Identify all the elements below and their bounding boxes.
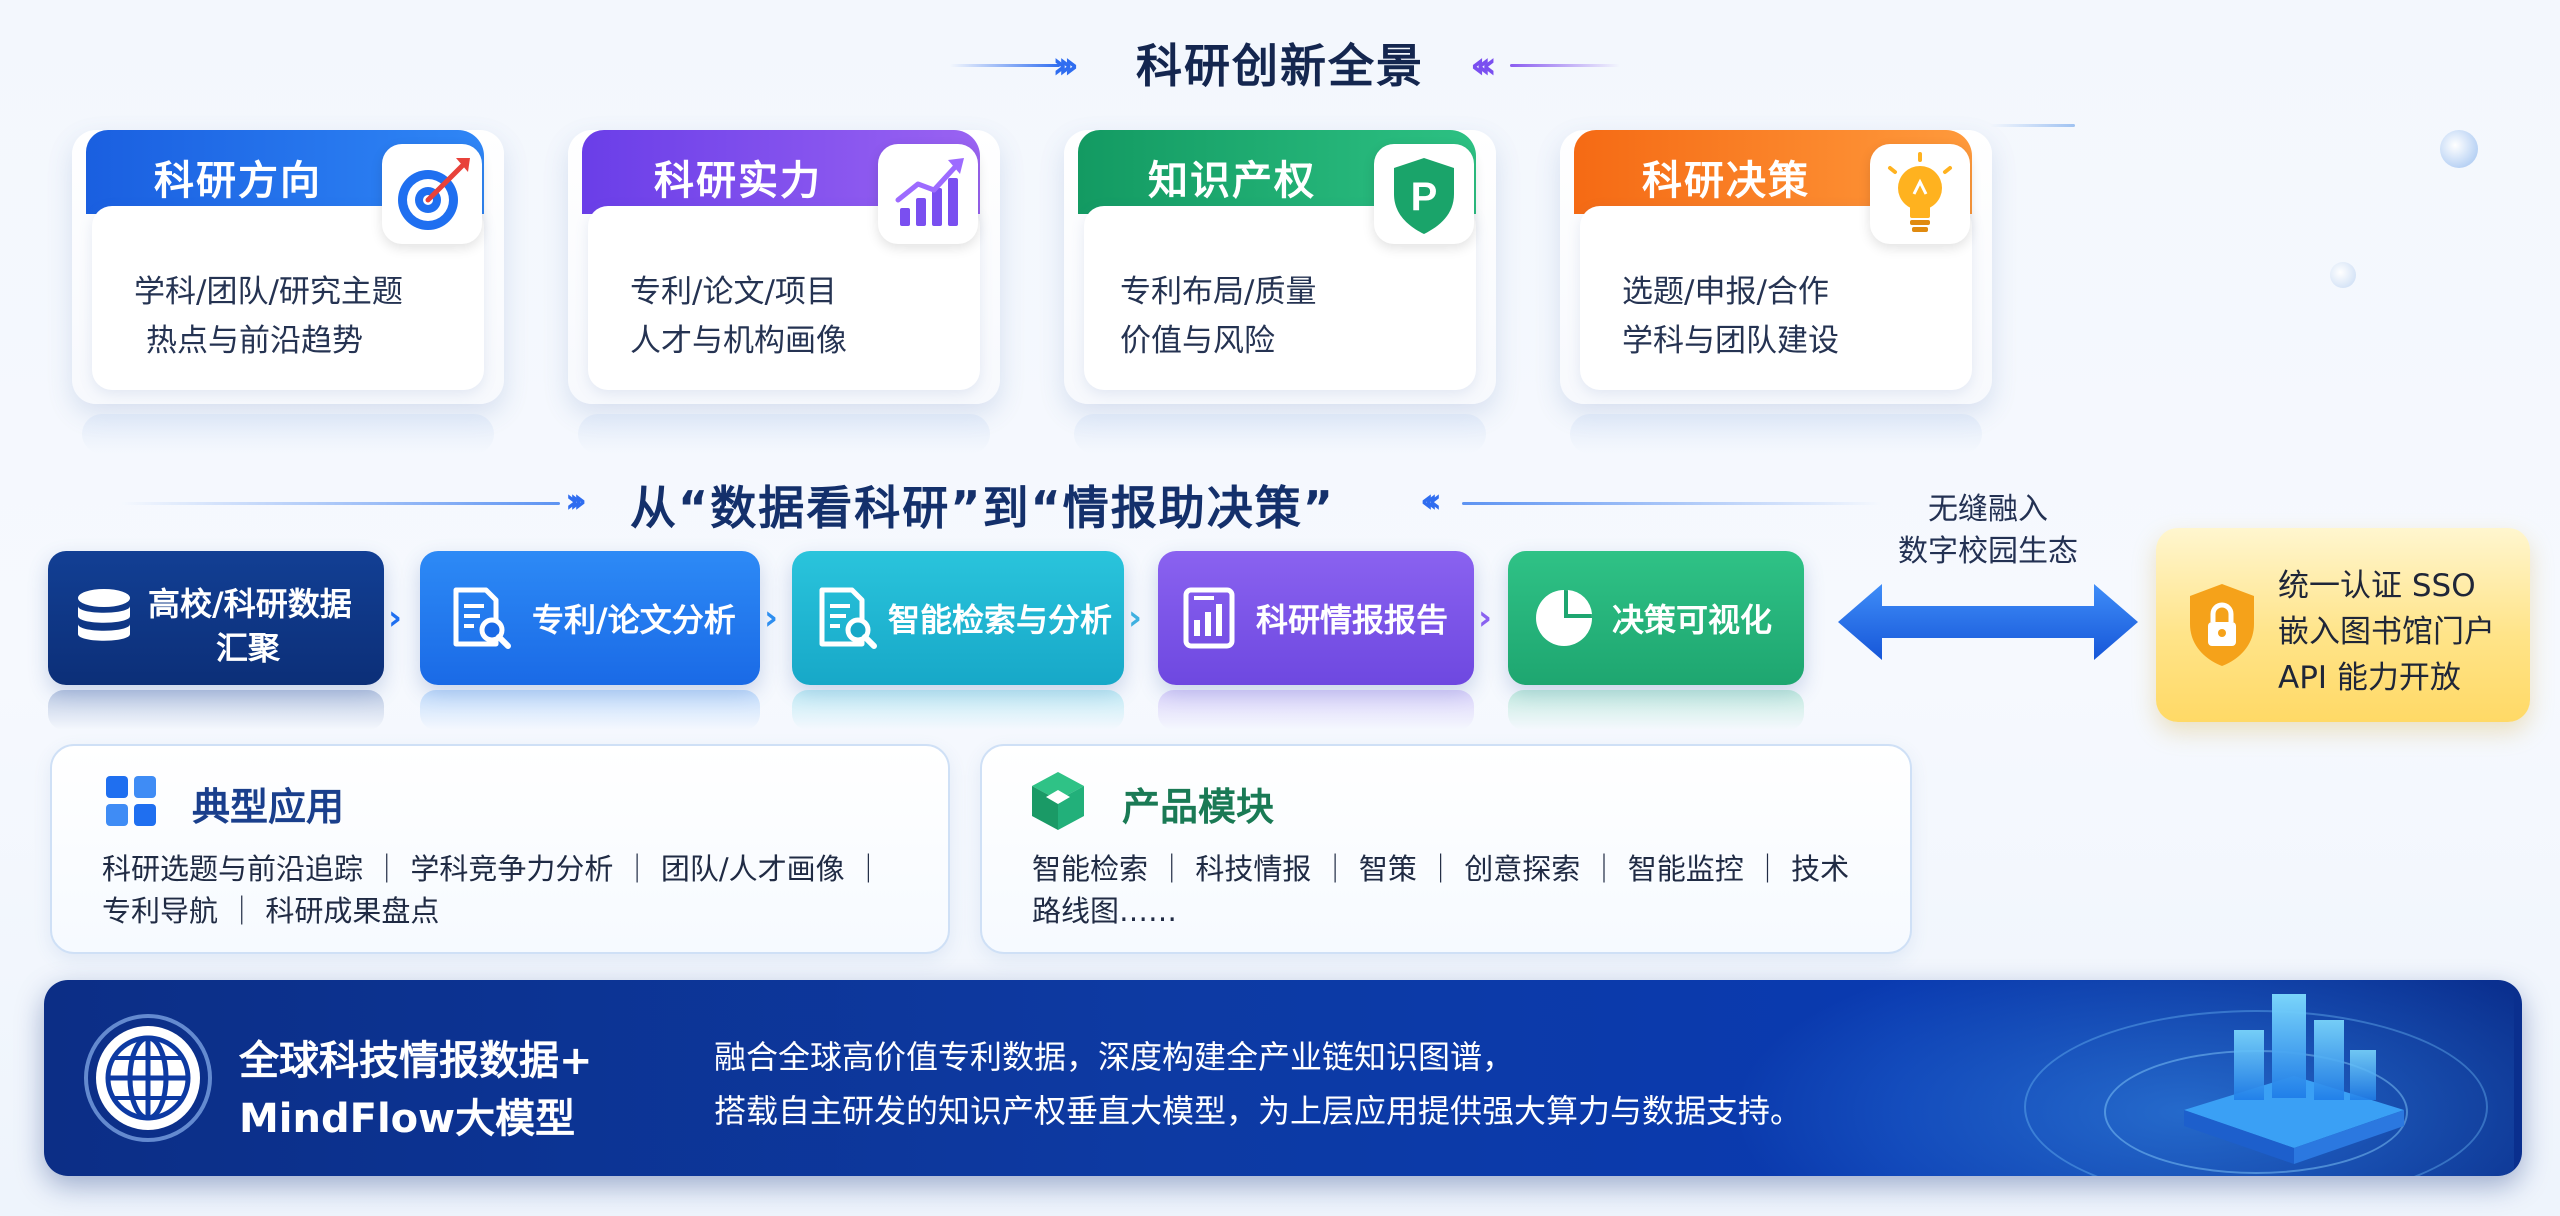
document-search-icon	[812, 584, 880, 652]
title-deco-line-left	[950, 64, 1060, 67]
modules-text: 路线图……	[1032, 894, 1178, 928]
lightbulb-icon	[1870, 144, 1970, 244]
flow-step-decision-visualization[interactable]: 决策可视化	[1508, 551, 1804, 685]
flow-reflection	[1508, 690, 1804, 730]
growth-chart-icon	[878, 144, 978, 244]
database-icon	[70, 584, 138, 652]
flow-title-line-right	[1462, 502, 1882, 505]
document-search-icon	[446, 584, 514, 652]
integration-panel[interactable]: 统一认证 SSO 嵌入图书馆门户 API 能力开放	[2156, 528, 2530, 722]
integration-line: 嵌入图书馆门户	[2278, 614, 2495, 650]
flow-step-label: 智能检索与分析	[888, 601, 1113, 639]
arrow-right-icon: ›	[764, 598, 779, 638]
applications-text: 专利导航 ｜ 科研成果盘点	[102, 894, 440, 928]
title-deco-line-right	[1510, 64, 1620, 67]
typical-applications-panel: 典型应用 科研选题与前沿追踪 ｜ 学科竞争力分析 ｜ 团队/人才画像 ｜ 专利导…	[50, 744, 950, 954]
arrow-right-icon: ›	[1478, 598, 1493, 638]
chevron-right-icon: ›››	[1052, 43, 1079, 87]
flow-reflection	[420, 690, 760, 730]
card-line: 专利/论文/项目	[630, 274, 837, 310]
arrow-right-icon: ›	[1128, 598, 1143, 638]
flow-step-label: 决策可视化	[1612, 601, 1773, 639]
card-reflection	[1074, 414, 1486, 454]
double-arrow-icon	[1838, 580, 2138, 664]
flow-title: 从“数据看科研”到“情报助决策”	[630, 481, 1335, 535]
modules-title: 产品模块	[1122, 785, 1275, 829]
card-research-direction[interactable]: 科研方向 学科/团队/研究主题 热点与前沿趋势	[72, 130, 504, 404]
flow-step-research-report[interactable]: 科研情报报告	[1158, 551, 1474, 685]
bottom-banner: 全球科技情报数据+ MindFlow大模型 融合全球高价值专利数据，深度构建全产…	[44, 980, 2522, 1176]
flow-step-smart-search[interactable]: 智能检索与分析	[792, 551, 1124, 685]
card-line: 人才与机构画像	[630, 323, 847, 359]
chevron-left-icon: ‹‹‹	[1470, 43, 1497, 87]
report-chart-icon	[1178, 584, 1246, 652]
flow-title-line-left	[120, 502, 560, 505]
flow-reflection	[48, 690, 384, 730]
flow-step-patent-analysis[interactable]: 专利/论文分析	[420, 551, 760, 685]
data-cube-icon	[2164, 980, 2424, 1176]
card-reflection	[82, 414, 494, 454]
target-icon	[382, 144, 482, 244]
card-reflection	[578, 414, 990, 454]
card-research-decision[interactable]: 科研决策 选题/申报/合作 学科与团队建设	[1560, 130, 1992, 404]
flow-step-label: 专利/论文分析	[532, 601, 736, 639]
card-intellectual-property[interactable]: 知识产权 专利布局/质量 价值与风险 P	[1064, 130, 1496, 404]
modules-text: 智能检索 ｜ 科技情报 ｜ 智策 ｜ 创意探索 ｜ 智能监控 ｜ 技术	[1032, 852, 1850, 886]
chevron-left-icon: ‹‹‹	[1420, 481, 1442, 521]
banner-title: MindFlow大模型	[239, 1096, 576, 1142]
flow-reflection	[1158, 690, 1474, 730]
grid-apps-icon	[104, 774, 158, 828]
flow-reflection	[792, 690, 1124, 730]
cube-icon	[1028, 770, 1088, 832]
applications-text: 科研选题与前沿追踪 ｜ 学科竞争力分析 ｜ 团队/人才画像 ｜	[102, 852, 883, 886]
lock-shield-icon	[2184, 580, 2260, 670]
globe-icon	[82, 1012, 214, 1144]
decor-bubble	[2330, 262, 2356, 288]
ecosystem-label: 无缝融入	[1928, 492, 2048, 527]
decor-bubble	[2440, 130, 2478, 168]
page-title: 科研创新全景	[1136, 39, 1424, 93]
chevron-right-icon: ›››	[565, 481, 587, 521]
card-title: 知识产权	[1148, 158, 1316, 204]
flow-step-label: 汇聚	[216, 629, 281, 667]
card-line: 专利布局/质量	[1120, 274, 1317, 310]
card-line: 学科与团队建设	[1622, 323, 1839, 359]
card-title: 科研实力	[654, 158, 822, 204]
banner-description: 搭载自主研发的知识产权垂直大模型，为上层应用提供强大算力与数据支持。	[714, 1092, 1803, 1130]
flow-step-label: 高校/科研数据	[148, 585, 352, 623]
flow-step-label: 科研情报报告	[1256, 601, 1449, 639]
card-title: 科研决策	[1642, 158, 1810, 204]
integration-line: API 能力开放	[2278, 660, 2461, 696]
ecosystem-label: 数字校园生态	[1898, 534, 2078, 569]
integration-line: 统一认证 SSO	[2278, 568, 2476, 604]
card-reflection	[1570, 414, 1982, 454]
patent-shield-icon: P	[1374, 144, 1474, 244]
product-modules-panel: 产品模块 智能检索 ｜ 科技情报 ｜ 智策 ｜ 创意探索 ｜ 智能监控 ｜ 技术…	[980, 744, 1912, 954]
card-line: 价值与风险	[1120, 323, 1275, 359]
flow-step-data-aggregation[interactable]: 高校/科研数据 汇聚	[48, 551, 384, 685]
banner-title: 全球科技情报数据+	[239, 1038, 593, 1084]
decor-line	[1990, 124, 2075, 127]
card-line: 热点与前沿趋势	[146, 323, 363, 359]
card-title: 科研方向	[154, 158, 322, 204]
card-line: 选题/申报/合作	[1622, 274, 1829, 310]
banner-description: 融合全球高价值专利数据，深度构建全产业链知识图谱，	[714, 1038, 1515, 1076]
card-line: 学科/团队/研究主题	[134, 274, 403, 310]
arrow-right-icon: ›	[388, 598, 403, 638]
card-research-strength[interactable]: 科研实力 专利/论文/项目 人才与机构画像	[568, 130, 1000, 404]
pie-chart-icon	[1530, 584, 1598, 652]
applications-title: 典型应用	[192, 785, 345, 829]
svg-text:P: P	[1411, 175, 1438, 219]
